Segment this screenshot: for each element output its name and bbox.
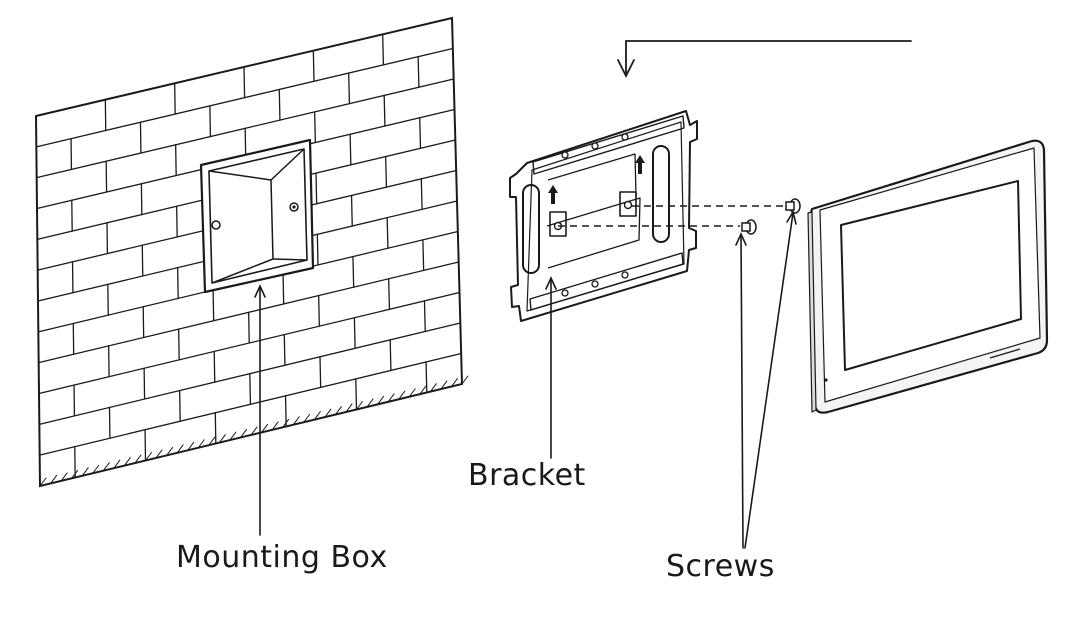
screws-label: Screws [666,549,775,584]
box-screw-hole-left [211,220,221,230]
mounting-box [199,138,315,294]
bracket-label: Bracket [468,458,586,493]
direction-arrow [617,40,912,79]
monitor-screen [840,180,1022,371]
mounting-box-label: Mounting Box [176,540,388,575]
alignment-lines [558,205,785,227]
up-arrow-icon [548,155,645,204]
bracket-holes [561,133,629,297]
leader-lines [254,209,797,549]
bracket-plate [509,110,698,322]
monitor [807,139,1049,414]
screw-icon [741,198,801,235]
